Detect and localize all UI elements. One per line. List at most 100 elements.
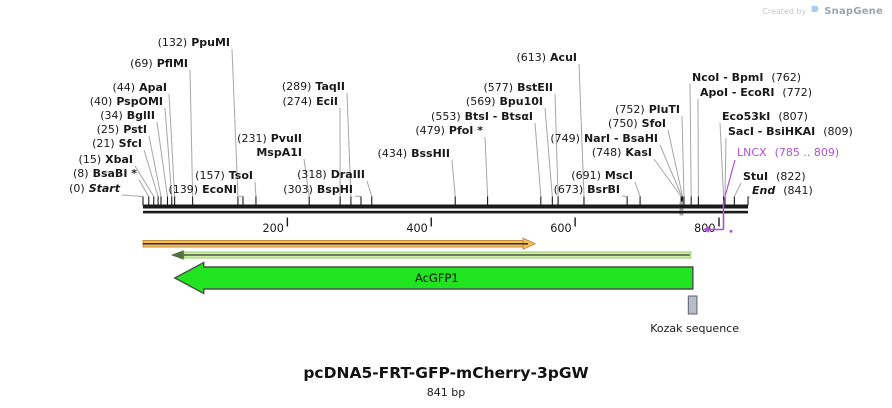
enzyme-label-bsshii[interactable]: (434)BssHII [378,148,450,160]
enzyme-label-econi[interactable]: (139)EcoNI [169,184,237,196]
enzyme-name: EciI [316,95,338,108]
enzyme-position: (785 .. 809) [774,146,840,159]
ruler-number: 200 [263,222,284,235]
enzyme-position: (21) [92,137,115,150]
enzyme-position: (69) [130,57,153,70]
callout-line [303,158,310,197]
enzyme-position: (139) [168,183,199,196]
enzyme-label-pfoi[interactable]: (479)PfoI * [415,125,483,137]
enzyme-position: (318) [297,168,327,181]
snapgene-watermark: Created by SnapGene [762,5,883,17]
enzyme-name: SfoI [641,117,666,130]
enzyme-label-taqii[interactable]: (289)TaqII [282,81,345,93]
enzyme-position: (673) [553,183,584,196]
enzyme-name: SacI - BsiHKAI [728,125,816,138]
enzyme-label-pflmi[interactable]: (69)PflMI [130,58,188,70]
enzyme-name: BglII [126,109,155,122]
enzyme-label-sfci[interactable]: (21)SfcI [92,138,142,150]
enzyme-position: (44) [112,81,136,94]
enzyme-name: TaqII [315,80,345,93]
enzyme-position: (34) [100,109,123,122]
enzyme-position: (157) [195,169,225,182]
primer-label-lncx[interactable]: LNCX(785 .. 809) [737,147,839,159]
enzyme-name: DraIII [330,168,365,181]
enzyme-name: AcuI [550,51,577,64]
acgfp1-arrow[interactable] [173,261,694,295]
enzyme-label-saci-bsihkai[interactable]: SacI - BsiHKAI (809) [728,126,853,138]
enzyme-position: (479) [415,124,445,137]
enzyme-label-ncoi-bpmi[interactable]: NcoI - BpmI(762) [692,72,801,84]
enzyme-label-draiii[interactable]: (318)DraIII [297,169,365,181]
callout-line [484,136,489,197]
enzyme-position: (289) [281,80,312,93]
thin-green-arrowhead[interactable] [170,250,184,260]
enzyme-label-bsteii[interactable]: (577)BstEII [484,82,553,94]
callout-line [653,158,682,197]
callout-line [156,121,168,197]
enzyme-position: (25) [96,123,120,136]
ruler-number: 400 [406,222,427,235]
enzyme-label-pvuii[interactable]: (231)PvuII [237,133,302,145]
enzyme-position: (40) [89,95,113,108]
callout-line [238,195,244,197]
enzyme-label-msci[interactable]: (691)MscI [571,170,633,182]
callout-line [121,194,144,197]
enzyme-position: (809) [823,125,853,138]
callout-line [451,159,456,197]
enzyme-position: (752) [615,103,645,116]
enzyme-label-bglii[interactable]: (34)BglII [100,110,155,122]
enzyme-label-apoi-ecori[interactable]: ApoI - EcoRI(772) [700,87,812,99]
enzyme-name: ApoI - EcoRI [700,86,775,99]
snapgene-logo-icon [810,5,820,17]
enzyme-position: (8) [72,167,89,180]
enzyme-label-ecii[interactable]: (274)EciI [283,96,339,108]
enzyme-label-apai[interactable]: (44)ApaI [113,82,168,94]
enzyme-position: (132) [157,36,188,49]
lncx-primer-dot [729,229,733,233]
enzyme-label-end[interactable]: End(841) [752,185,813,197]
enzyme-name: Bpu10I [499,95,544,108]
enzyme-label-xbai[interactable]: (15)XbaI [79,154,133,166]
enzyme-label-start[interactable]: (0)Start [69,183,120,195]
enzyme-label-stui[interactable]: StuI(822) [743,171,806,183]
kozak-sequence-label: Kozak sequence [650,322,739,335]
enzyme-name: BtsI - BtsαI [464,110,533,123]
lncx-primer-arrowhead[interactable] [702,226,710,233]
callout-line [366,180,373,197]
enzyme-label-ppumi[interactable]: (132)PpuMI [158,37,230,49]
enzyme-position: (613) [516,51,547,64]
callout-line [578,63,585,197]
enzyme-name: Eco53kI [722,110,771,123]
enzyme-label-nari-bsahi[interactable]: (749)NarI - BsaHI [550,133,658,145]
enzyme-label-psti[interactable]: (25)PstI [97,124,147,136]
enzyme-label-btsi-bts-i[interactable]: (553)BtsI - BtsαI [431,111,533,123]
enzyme-label-bpu10i[interactable]: (569)Bpu10I [466,96,543,108]
enzyme-label-pspomi[interactable]: (40)PspOMI [90,96,163,108]
kozak-sequence-marker[interactable] [687,295,698,315]
enzyme-name: PluTI [648,103,680,116]
callout-line [667,129,684,197]
enzyme-position: (231) [237,132,267,145]
enzyme-label-bsphi[interactable]: (303)BspHI [283,184,353,196]
enzyme-position: (303) [283,183,313,196]
enzyme-label-eco53ki[interactable]: Eco53kI(807) [722,111,808,123]
enzyme-label-acui[interactable]: (613)AcuI [516,52,577,64]
enzyme-position: (841) [783,184,813,197]
callout-line [168,93,176,197]
enzyme-label-bsabi[interactable]: (8)BsaBI * [73,168,137,180]
enzyme-position: (15) [78,153,102,166]
callout-line [719,122,725,197]
enzyme-name: PvuII [270,132,302,145]
callout-line [143,149,159,197]
enzyme-label-mspa1i[interactable]: MspA1I [256,147,302,159]
enzyme-label-sfoi[interactable]: (750)SfoI [608,118,666,130]
enzyme-label-pluti[interactable]: (752)PluTI [615,104,680,116]
enzyme-label-kasi[interactable]: (748)KasI [592,147,652,159]
enzyme-name: PstI [123,123,147,136]
enzyme-label-bsrbi[interactable]: (673)BsrBI [554,184,620,196]
enzyme-position: (434) [377,147,408,160]
enzyme-label-tsoi[interactable]: (157)TsoI [195,170,253,182]
ruler-number: 600 [550,222,571,235]
callout-line [554,93,559,197]
